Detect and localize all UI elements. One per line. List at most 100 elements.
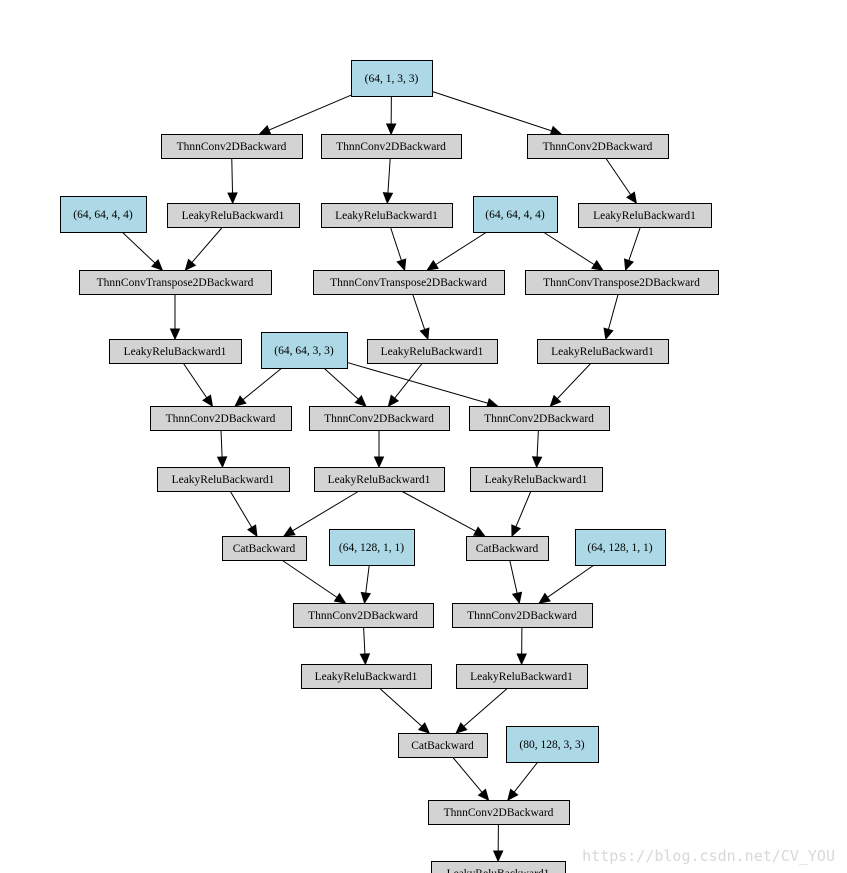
node-box [157,467,290,492]
op-node: LeakyReluBackward1 [314,467,445,492]
op-node: ThnnConvTranspose2DBackward [525,270,719,295]
edge-line [346,361,489,404]
node-label: ThnnConv2DBackward [336,141,446,153]
node-box [329,529,415,566]
op-node: LeakyReluBackward1 [578,203,712,228]
edge-arrow [412,293,430,341]
node-label: (64, 128, 1, 1) [339,542,404,554]
node-label: ThnnConvTranspose2DBackward [330,277,487,289]
edge-line [365,564,370,594]
edge-arrow [538,564,595,604]
op-node: ThnnConv2DBackward [293,603,434,628]
arrowhead-icon [234,395,247,407]
node-label: LeakyReluBackward1 [335,210,438,222]
arrowhead-icon [382,192,394,205]
edge-line [121,231,156,264]
graph-edges [121,90,641,863]
edge-arrow [229,490,258,538]
op-node: LeakyReluBackward1 [157,467,290,492]
node-box [469,406,610,431]
arrowhead-icon [385,123,397,136]
node-box [314,467,445,492]
node-box [150,406,292,431]
edge-line [378,687,423,727]
arrowhead-icon [538,592,551,604]
node-box [161,134,303,159]
edge-line [323,367,359,400]
node-label: ThnnConv2DBackward [444,807,554,819]
op-node: LeakyReluBackward1 [470,467,603,492]
edge-line [605,157,632,196]
node-label: LeakyReluBackward1 [470,671,573,683]
edge-arrow [624,226,641,272]
arrowhead-icon [360,591,372,605]
param-node: (64, 64, 4, 4) [473,196,558,233]
node-label: (64, 64, 3, 3) [274,345,334,357]
op-node: LeakyReluBackward1 [109,339,242,364]
edge-line [435,231,488,266]
node-label: (80, 128, 3, 3) [519,739,584,751]
node-box [537,339,669,364]
node-label: (64, 64, 4, 4) [73,209,133,221]
node-box [351,60,433,97]
edge-line [242,367,283,401]
edge-arrow [323,367,367,407]
edge-arrow [360,564,372,605]
node-box [578,203,712,228]
edge-line [515,490,532,527]
op-node: LeakyReluBackward1 [431,861,566,873]
arrowhead-icon [216,456,228,469]
edge-arrow [258,94,352,135]
op-node: LeakyReluBackward1 [321,203,453,228]
edge-arrow [216,429,228,469]
param-node: (64, 128, 1, 1) [329,529,415,566]
edge-line [231,157,234,194]
node-box [167,203,300,228]
node-label: LeakyReluBackward1 [328,474,431,486]
edge-arrow [227,157,238,205]
edge-arrow [281,559,347,604]
arrowhead-icon [477,788,490,801]
edge-arrow [531,429,543,469]
edge-arrow [389,226,407,272]
node-box [313,270,505,295]
node-label: LeakyReluBackward1 [381,346,484,358]
node-label: ThnnConv2DBackward [308,610,418,622]
arrowhead-icon [417,722,431,734]
edge-line [268,94,352,131]
node-box [301,664,432,689]
node-box [293,603,434,628]
node-label: LeakyReluBackward1 [551,346,654,358]
edge-line [389,226,402,261]
node-box [431,861,566,873]
edge-line [513,761,539,793]
edge-arrow [603,293,619,341]
arrowhead-icon [507,788,519,801]
edge-arrow [455,687,509,734]
op-node: CatBackward [398,733,488,758]
param-node: (64, 128, 1, 1) [575,529,666,566]
node-label: LeakyReluBackward1 [447,868,550,873]
edge-line [281,559,338,598]
edge-arrow [426,231,488,271]
edge-line [220,429,223,458]
edge-arrow [234,367,283,407]
node-label: LeakyReluBackward1 [485,474,588,486]
node-box [109,339,242,364]
edge-line [431,90,552,132]
op-node: ThnnConv2DBackward [309,406,450,431]
edge-arrow [346,361,499,409]
node-label: (64, 64, 4, 4) [485,209,545,221]
arrowhead-icon [472,526,486,537]
edge-arrow [387,362,423,407]
node-box [470,467,603,492]
arrowhead-icon [227,192,238,205]
edge-arrow [359,626,371,666]
node-box [398,733,488,758]
watermark-text: https://blog.csdn.net/CV_YOU [582,847,835,865]
node-label: ThnnConvTranspose2DBackward [543,277,700,289]
arrowhead-icon [246,524,258,538]
op-node: ThnnConv2DBackward [452,603,593,628]
node-label: ThnnConv2DBackward [484,413,594,425]
